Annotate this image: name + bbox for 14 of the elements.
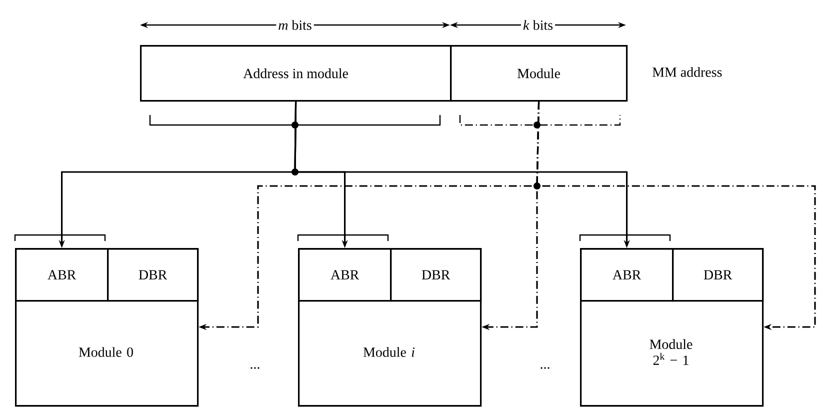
register-box: ABR [298,248,392,302]
register-field: Address in module [140,45,452,102]
dimension-label: m bits [276,18,314,32]
register-box: DBR [107,248,199,302]
ellipsis: ... [250,367,260,369]
register-box: ABR [15,248,109,302]
ellipsis: ... [540,367,550,369]
register-box: DBR [390,248,482,302]
register-box: DBR [672,248,764,302]
dimension-label: k bits [521,18,556,32]
register-box: ABR [580,248,674,302]
register-caption: MM address [652,67,722,77]
arrow [536,102,816,330]
register-field: Module [450,45,628,102]
